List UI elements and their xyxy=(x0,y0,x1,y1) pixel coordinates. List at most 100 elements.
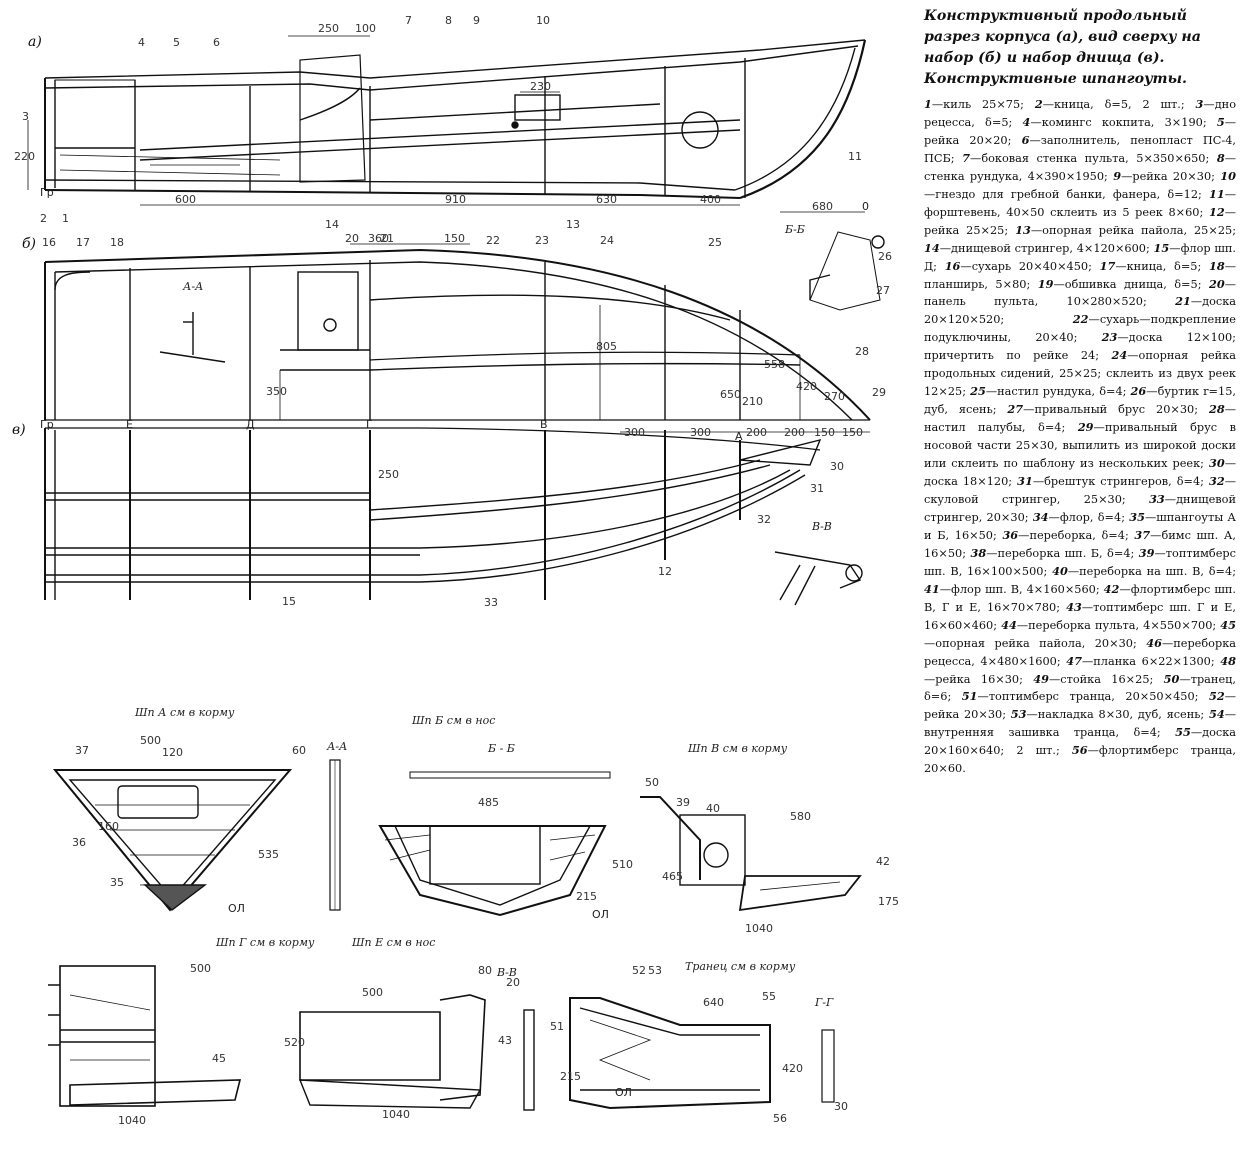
part-2: 2 xyxy=(40,212,47,225)
part-51: 51 xyxy=(550,1020,564,1033)
view-v-bottom-framing xyxy=(44,427,822,600)
dim-150: 150 xyxy=(444,232,465,245)
legend-number: 17 xyxy=(1099,258,1116,273)
part-45: 45 xyxy=(212,1052,226,1065)
legend-number: 16 xyxy=(944,258,961,273)
station-gr-2: Гр xyxy=(40,418,54,431)
legend-number: 28 xyxy=(1208,402,1225,417)
frame-b xyxy=(378,771,611,917)
view-b-top-view xyxy=(44,231,885,421)
view-a-label: а) xyxy=(28,34,42,50)
legend-item-21: 21—доска 20×120×520; xyxy=(924,294,1236,327)
view-a-longitudinal-section xyxy=(44,39,867,200)
legend-number: 37 xyxy=(1134,527,1151,542)
legend-number: 4 xyxy=(1022,114,1031,129)
dim-500b: 500 xyxy=(190,962,211,975)
part-21: 21 xyxy=(380,232,394,245)
legend-item-22: 22—сухарь—подкрепление подуключины, 20×4… xyxy=(924,312,1236,345)
legend-item-18: 18—планширь, 5×80; xyxy=(924,258,1236,291)
dim-630: 630 xyxy=(596,193,617,206)
legend-item-52: 52—рейка 20×30; xyxy=(924,689,1236,722)
legend-item-46: 46—переборка рецесса, 4×480×1600; xyxy=(924,635,1236,668)
section-aa-title: А-А xyxy=(182,280,203,293)
legend-item-43: 43—топтимберс шп. Г и Е, 16×60×460; xyxy=(924,599,1236,632)
part-17: 17 xyxy=(76,236,90,249)
waterline-ol-3: ОЛ xyxy=(615,1086,632,1099)
legend-item-32: 32—скуловой стрингер, 25×30; xyxy=(924,474,1236,506)
legend-item-37: 37—бимс шп. А, 16×50; xyxy=(924,527,1236,560)
legend-number: 18 xyxy=(1208,258,1225,273)
part-33: 33 xyxy=(484,596,498,609)
part-13: 13 xyxy=(566,218,580,231)
part-1: 1 xyxy=(62,212,69,225)
dim-300: 300 xyxy=(624,426,645,439)
dim-200: 200 xyxy=(746,426,767,439)
planshir-outer xyxy=(44,248,871,421)
legend-number: 23 xyxy=(1101,330,1118,345)
legend-item-17: 17—кница, δ=5; xyxy=(1099,258,1209,273)
part-14: 14 xyxy=(325,218,339,231)
legend-item-35: 35—шпангоуты А и Б, 16×50; xyxy=(924,509,1236,542)
dim-640: 640 xyxy=(703,996,724,1009)
dim-500: 500 xyxy=(140,734,161,747)
legend-number: 53 xyxy=(1010,707,1027,722)
section-vv2-title: В-В xyxy=(496,966,517,979)
legend-item-14: 14—днищевой стрингер, 4×120×600; xyxy=(924,240,1154,255)
legend-item-30: 30—доска 18×120; xyxy=(924,456,1236,489)
dim-520: 520 xyxy=(284,1036,305,1049)
part-7: 7 xyxy=(405,14,412,27)
legend-item-10: 10—гнездо для гребной банки, фанера, δ=1… xyxy=(924,168,1236,201)
section-bb-title: Б-Б xyxy=(784,223,805,236)
dim-60: 60 xyxy=(292,744,306,757)
waterline-ol-2: ОЛ xyxy=(592,908,609,921)
legend-number: 7 xyxy=(962,150,971,165)
legend-number: 52 xyxy=(1208,689,1225,704)
legend-item-8: 8—стенка рундука, 4×390×1950; xyxy=(924,150,1236,183)
frame-a-title: Шп А см в корму xyxy=(134,706,235,719)
legend-number: 41 xyxy=(924,581,940,596)
legend-number: 24 xyxy=(1111,348,1128,363)
part-26: 26 xyxy=(878,250,892,263)
dim-100: 100 xyxy=(355,22,376,35)
legend-number: 8 xyxy=(1216,150,1225,165)
chine xyxy=(45,427,821,451)
sheer-line xyxy=(44,39,866,79)
station-g: Г xyxy=(366,418,373,431)
legend-number: 42 xyxy=(1103,581,1120,596)
legend-number: 27 xyxy=(1007,402,1024,417)
dim-220: 220 xyxy=(14,150,35,163)
legend-number: 36 xyxy=(1002,527,1019,542)
legend-item-28: 28—настил палубы, δ=4; xyxy=(924,402,1236,435)
dim-558: 558 xyxy=(764,358,785,371)
legend-number: 44 xyxy=(1001,617,1017,632)
part-24: 24 xyxy=(600,234,614,247)
frame-a xyxy=(52,769,293,912)
view-v-label: в) xyxy=(12,422,26,438)
dim-250: 250 xyxy=(318,22,339,35)
section-vv-title: В-В xyxy=(811,520,832,533)
dim-250b: 250 xyxy=(378,468,399,481)
legend-number: 11 xyxy=(1208,186,1225,201)
legend-number: 10 xyxy=(1220,168,1236,183)
frame-v-title: Шп В см в корму xyxy=(687,742,788,755)
part-9: 9 xyxy=(473,14,480,27)
legend-item-33: 33—днищевой стрингер, 20×30; xyxy=(924,491,1236,524)
part-12: 12 xyxy=(658,565,672,578)
legend-item-38: 38—переборка шп. Б, δ=4; xyxy=(970,545,1139,560)
legend-number: 9 xyxy=(1113,168,1122,183)
part-8: 8 xyxy=(445,14,452,27)
legend-number: 2 xyxy=(1034,97,1043,111)
legend-item-9: 9—рейка 20×30; xyxy=(1113,168,1221,183)
legend-item-50: 50—транец, δ=6; xyxy=(924,671,1236,704)
station-zero: 0 xyxy=(862,200,869,213)
dim-680: 680 xyxy=(812,200,833,213)
legend-item-1: 1—киль 25×75; xyxy=(924,97,1035,111)
legend-number: 40 xyxy=(1052,563,1068,578)
station-e: Е xyxy=(126,418,133,431)
part-32: 32 xyxy=(757,513,771,526)
legend-number: 14 xyxy=(924,240,940,255)
legend-item-51: 51—топтимберс транца, 20×50×450; xyxy=(961,689,1209,704)
dim-30: 30 xyxy=(834,1100,848,1113)
legend-number: 13 xyxy=(1015,222,1031,237)
legend-item-47: 47—планка 6×22×1300; xyxy=(1066,653,1221,668)
